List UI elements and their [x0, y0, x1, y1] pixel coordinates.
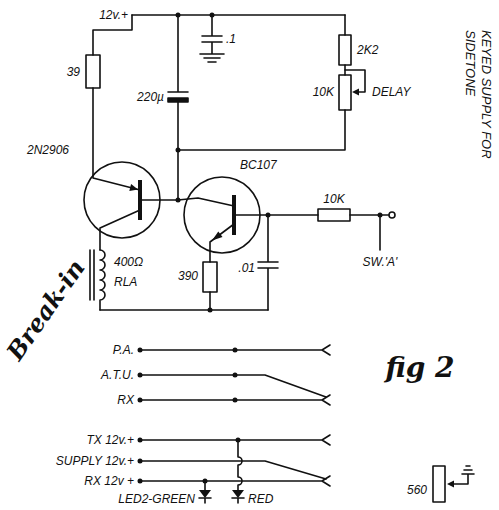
terminal-dot	[138, 373, 143, 378]
terminal-dot	[138, 398, 143, 403]
relay-contact	[140, 395, 330, 405]
diode-triangle	[232, 490, 244, 498]
wiper-link	[345, 70, 365, 92]
wiring	[84, 15, 474, 503]
terminal-dot	[138, 438, 143, 443]
relay-contact	[140, 435, 330, 445]
relay-contact	[140, 345, 330, 355]
relay-core	[90, 250, 94, 300]
terminal-note: KEYED SUPPLY FOR SIDETONE	[462, 30, 494, 180]
wire	[210, 224, 234, 262]
relay-contact	[140, 476, 330, 486]
resistor-value: 39	[67, 65, 80, 79]
junction-dot	[176, 198, 181, 203]
contact-label: SUPPLY 12v.+	[56, 454, 134, 468]
capacitor-symbol	[168, 15, 188, 92]
led-label: LED2-GREEN	[118, 492, 195, 506]
ground-symbol	[452, 466, 474, 484]
relay-arm	[140, 375, 326, 397]
terminal-dot	[138, 348, 143, 353]
contact-label: A.T.U.	[101, 368, 134, 382]
contact-label: P.A.	[113, 343, 134, 357]
relay-value: 400Ω	[114, 255, 143, 269]
capacitor-value: .1	[226, 32, 236, 46]
wire	[93, 88, 140, 190]
control-label: DELAY	[372, 85, 410, 99]
resistor-symbol	[339, 35, 351, 65]
emitter-arrow	[212, 231, 223, 240]
led-symbol	[232, 440, 244, 503]
potentiometer-value: 560	[407, 483, 427, 497]
symbol-fills	[129, 13, 454, 499]
led-symbol	[199, 481, 211, 503]
junction-dot	[378, 213, 383, 218]
potentiometer-symbol	[339, 75, 351, 110]
wire	[209, 292, 211, 310]
contact-label: TX 12v.+	[87, 433, 134, 447]
wire	[379, 215, 381, 250]
wire	[178, 110, 345, 150]
supply-label: 12v.+	[99, 8, 128, 22]
transistor-type: 2N2906	[27, 143, 69, 157]
contact-label: RX 12v +	[84, 474, 134, 488]
supply-rail	[132, 14, 345, 16]
junction-dot	[176, 148, 181, 153]
wire	[350, 214, 389, 216]
junction-dot	[236, 438, 241, 443]
junction-dot	[233, 348, 238, 353]
led-label: RED	[248, 492, 273, 506]
wiper-arrow	[447, 481, 454, 488]
junction-dot	[210, 13, 215, 18]
junction-dot	[208, 308, 213, 313]
resistor-symbol	[318, 209, 350, 221]
contact-label: RX	[117, 393, 134, 407]
resistor-symbol	[203, 262, 217, 292]
resistor-value: 2K2	[357, 43, 378, 57]
junction-dot	[233, 398, 238, 403]
wire	[100, 210, 140, 250]
switch-label: SW.'A'	[363, 255, 398, 269]
terminal-circle	[389, 212, 395, 218]
figure-number: fig 2	[385, 352, 454, 384]
relay-arm	[140, 461, 326, 479]
terminal-dot	[138, 479, 143, 484]
transistor-type: BC107	[240, 158, 277, 172]
capacitor-value: 220µ	[137, 90, 164, 104]
relay-coil	[100, 250, 105, 310]
wiper-arrow	[352, 89, 359, 96]
capacitor-symbol	[258, 215, 278, 310]
common-rail	[100, 309, 268, 311]
junction-dot	[176, 13, 181, 18]
junction-dot	[233, 373, 238, 378]
junction-dot	[266, 213, 271, 218]
diode-triangle	[199, 490, 211, 498]
relay-name: RLA	[114, 275, 137, 289]
capacitor-symbol	[200, 15, 224, 62]
potentiometer-value: 10K	[313, 85, 334, 99]
circuit-title: Break-in	[1, 254, 90, 365]
transistor-base-bar	[138, 180, 142, 220]
resistor-value: 390	[178, 269, 198, 283]
resistor-symbol	[86, 55, 100, 88]
transistor-base-bar	[232, 195, 236, 235]
junction-dot	[203, 479, 208, 484]
potentiometer-symbol	[433, 466, 445, 502]
terminal-dot	[138, 459, 143, 464]
resistor-value: 10K	[323, 192, 344, 206]
wire	[234, 214, 318, 216]
wire	[344, 15, 346, 35]
capacitor-value: .01	[238, 261, 255, 275]
emitter-arrow	[129, 184, 138, 191]
